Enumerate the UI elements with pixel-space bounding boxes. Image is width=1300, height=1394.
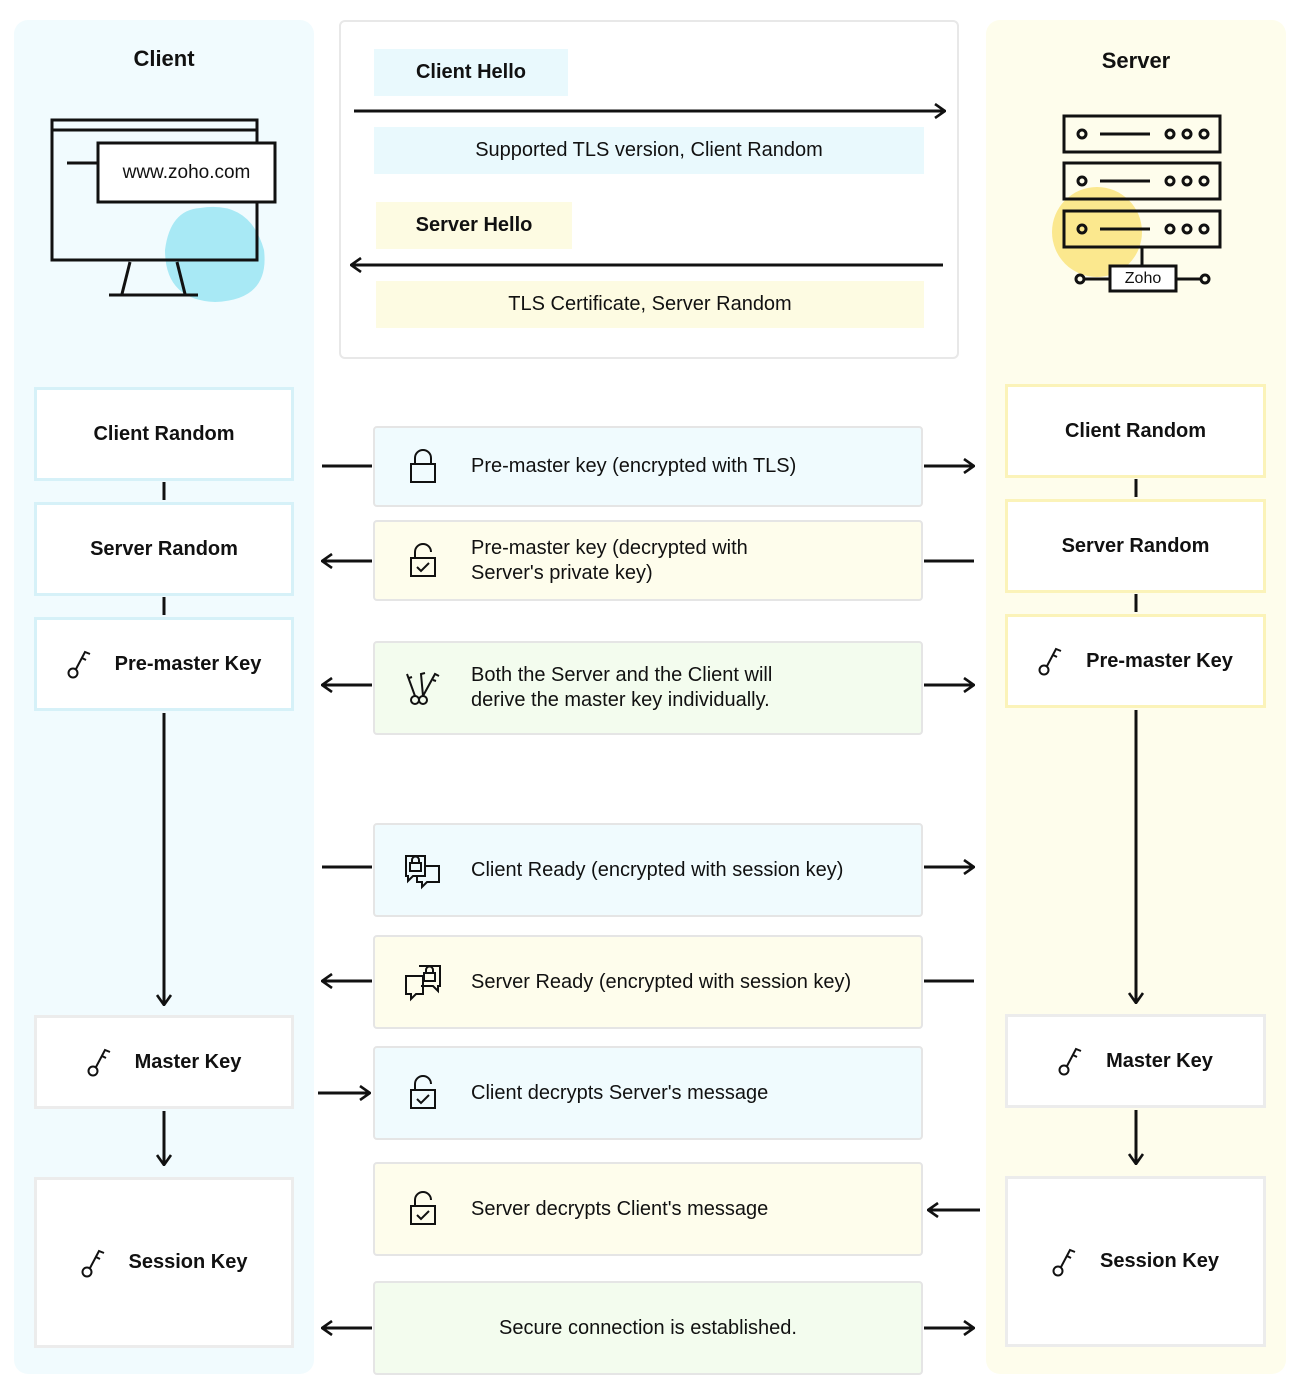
msg-line1: Secure connection is established. <box>499 1316 797 1339</box>
server-master-key-box: Master Key <box>1005 1014 1266 1108</box>
msg-derive-master-key: Both the Server and the Client will deriv… <box>373 641 923 735</box>
server-session-key-label: Session Key <box>1100 1250 1219 1272</box>
msg-line2: Server's private key) <box>471 561 653 584</box>
server-premaster-box: Pre-master Key <box>1005 614 1266 708</box>
unlock-check-icon <box>410 1191 436 1225</box>
key-icon <box>1038 647 1062 676</box>
unlock-check-icon <box>410 1075 436 1109</box>
client-random-box: Client Random <box>34 387 294 481</box>
server-premaster-label: Pre-master Key <box>1086 649 1233 672</box>
client-session-key-box: Session Key <box>34 1177 294 1348</box>
server-client-random-box: Client Random <box>1005 384 1266 478</box>
client-title: Client <box>133 46 195 71</box>
client-premaster-box: Pre-master Key <box>34 617 294 711</box>
locked-chat-icon <box>405 855 440 890</box>
key-icon <box>67 650 90 679</box>
server-random-box: Server Random <box>1005 499 1266 593</box>
client-master-key-label: Master Key <box>134 1050 242 1073</box>
msg-server-ready: Server Ready (encrypted with session key… <box>373 935 923 1029</box>
server-hello-detail: TLS Certificate, Server Random <box>376 281 924 328</box>
client-premaster-label: Pre-master Key <box>114 652 262 675</box>
client-hello-label: Client Hello <box>374 49 568 96</box>
msg-server-decrypts: Server decrypts Client's message <box>373 1162 923 1256</box>
server-random-label: Server Random <box>1061 534 1210 557</box>
msg-premaster-encrypted: Pre-master key (encrypted with TLS) <box>373 426 923 507</box>
msg-line1: Server decrypts Client's message <box>471 1197 769 1220</box>
keys-icon <box>406 672 440 705</box>
msg-line1: Pre-master key (decrypted with <box>471 536 748 559</box>
client-hello-detail: Supported TLS version, Client Random <box>374 127 924 174</box>
msg-line1: Client decrypts Server's message <box>471 1081 769 1104</box>
locked-chat-icon <box>405 965 441 1002</box>
server-master-key-label: Master Key <box>1106 1049 1213 1072</box>
server-session-key-box: Session Key <box>1005 1176 1266 1347</box>
key-icon <box>1052 1248 1076 1276</box>
client-server-random-label: Server Random <box>90 537 238 560</box>
client-master-key-box: Master Key <box>34 1015 294 1109</box>
msg-line1: Pre-master key (encrypted with TLS) <box>471 455 797 477</box>
key-icon <box>1058 1047 1082 1076</box>
key-icon <box>87 1048 111 1077</box>
msg-secure-connection: Secure connection is established. <box>373 1281 923 1375</box>
client-server-random-box: Server Random <box>34 502 294 596</box>
lock-icon <box>410 448 436 483</box>
msg-client-decrypts: Client decrypts Server's message <box>373 1046 923 1140</box>
url-label: www.zoho.com <box>122 161 251 183</box>
server-brand-label: Zoho <box>1124 269 1162 287</box>
msg-client-ready: Client Ready (encrypted with session key… <box>373 823 923 917</box>
key-icon <box>81 1249 104 1277</box>
msg-line1: Client Ready (encrypted with session key… <box>471 858 844 881</box>
client-session-key-label: Session Key <box>128 1251 248 1273</box>
server-title: Server <box>1101 48 1171 73</box>
msg-line2: derive the master key individually. <box>471 689 770 711</box>
unlock-check-icon <box>410 542 436 577</box>
msg-line1: Server Ready (encrypted with session key… <box>471 970 852 993</box>
server-client-random-label: Client Random <box>1064 419 1207 442</box>
client-random-label: Client Random <box>93 422 235 445</box>
server-hello-label: Server Hello <box>376 202 572 249</box>
msg-line1: Both the Server and the Client will <box>471 664 773 686</box>
